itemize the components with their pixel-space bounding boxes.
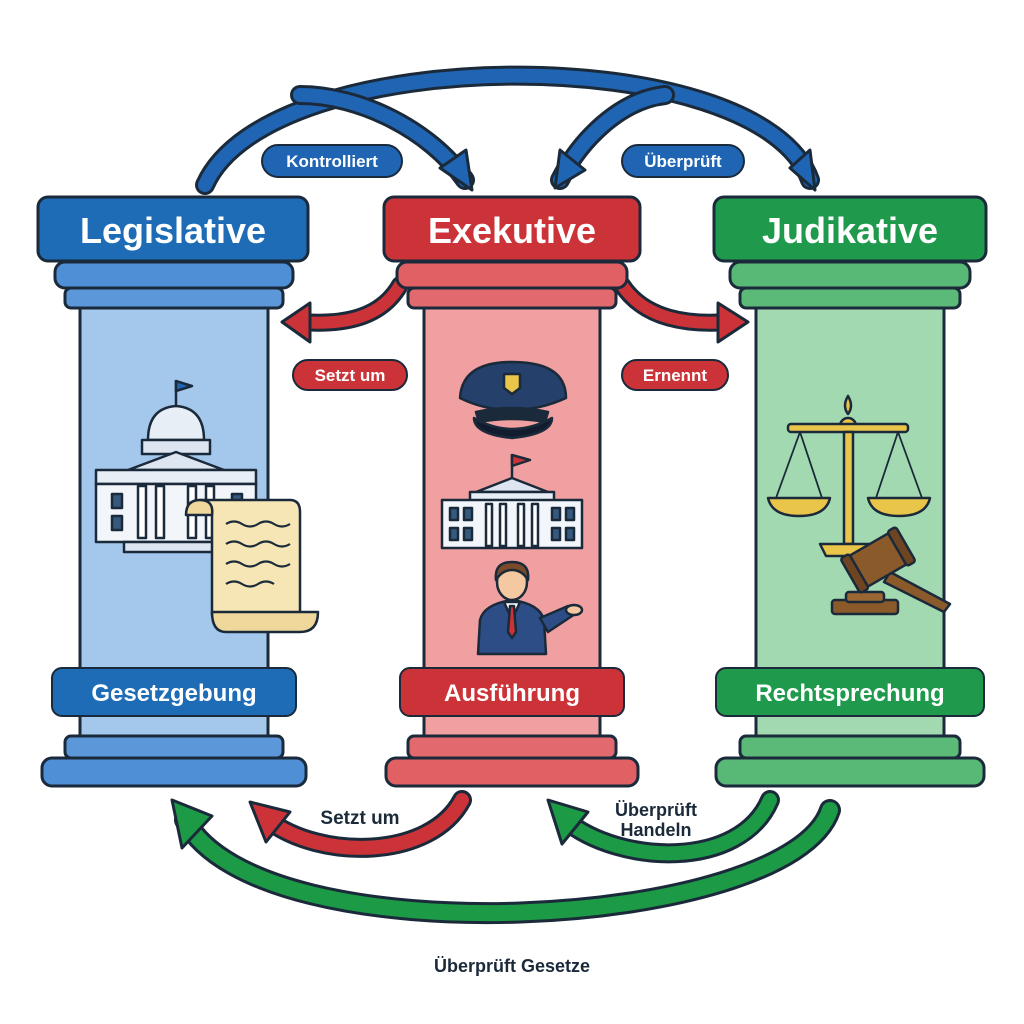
arrowhead-to-legislative	[280, 301, 312, 344]
bottom-arrows	[174, 790, 841, 924]
gavel-icon	[830, 526, 952, 616]
arrowhead-inner-green	[546, 798, 590, 846]
pillar-judicative-capital-2	[738, 286, 962, 310]
government-building-icon	[440, 453, 584, 550]
mid-arrows	[291, 276, 737, 332]
pillar-executive-base-2	[384, 756, 640, 788]
pillar-legislative-capital-2	[63, 286, 285, 310]
pillar-legislative-title: Legislative	[80, 210, 266, 251]
pillar-executive-base-1	[406, 734, 618, 760]
pillar-executive-title: Exekutive	[428, 210, 596, 251]
pillar-legislative-label-box	[51, 667, 297, 717]
arrowhead-to-judikative	[788, 148, 817, 192]
pillar-judicative-label: Rechtsprechung	[755, 680, 944, 707]
label-ueberprueft-gesetze: Überprüft Gesetze	[434, 956, 590, 976]
bottom-arrowheads	[170, 798, 590, 850]
pillar-executive-title-box	[382, 195, 642, 263]
pillar-judicative-base-1	[738, 734, 962, 760]
label-ueberprueft-top-text: Überprüft	[644, 152, 722, 171]
pillar-judicative-title: Judikative	[762, 210, 938, 251]
label-kontrolliert-text: Kontrolliert	[286, 152, 378, 171]
pillar-judicative-label-box	[715, 667, 985, 717]
label-setzt-um-mid: Setzt um	[292, 359, 408, 391]
arrowhead-to-exekutive-right	[553, 148, 587, 190]
scales-of-justice-icon	[766, 394, 932, 558]
pillar-legislative-base-2	[40, 756, 308, 788]
label-ueberprueft-top: Überprüft	[621, 144, 745, 178]
top-arrows	[195, 65, 820, 195]
pillar-judicative-base-2	[714, 756, 986, 788]
law-scroll-icon	[184, 498, 320, 634]
label-ernennt: Ernennt	[621, 359, 729, 391]
label-setzt-um-mid-text: Setzt um	[315, 366, 386, 385]
pillar-executive-capital-1	[395, 260, 629, 290]
pillar-executive-label: Ausführung	[444, 680, 580, 707]
label-setzt-um-bottom: Setzt um	[320, 808, 399, 829]
label-ueberprueft-handeln-line1: Überprüft	[615, 800, 697, 820]
arrowhead-outer-green	[170, 798, 214, 850]
pillar-legislative-capital-1	[53, 260, 295, 290]
arrowhead-red-bottom	[248, 800, 292, 844]
label-kontrolliert: Kontrolliert	[261, 144, 403, 178]
pillar-legislative-base-1	[63, 734, 285, 760]
label-ueberprueft-handeln-line2: Handeln	[620, 820, 691, 840]
pillar-legislative-title-box	[36, 195, 310, 263]
arrowhead-to-judikative-mid	[716, 301, 750, 344]
pillar-judicative-title-box	[712, 195, 988, 263]
police-cap-icon	[458, 360, 568, 440]
mid-arrowheads	[280, 301, 750, 344]
pillar-executive-capital-2	[406, 286, 618, 310]
pillar-legislative-label: Gesetzgebung	[91, 680, 256, 707]
arrowhead-to-exekutive-left	[438, 148, 474, 192]
official-person-icon	[476, 560, 584, 656]
label-ernennt-text: Ernennt	[643, 366, 708, 385]
pillar-judicative-capital-1	[728, 260, 972, 290]
top-arrowheads	[438, 148, 817, 192]
pillar-executive-label-box	[399, 667, 625, 717]
